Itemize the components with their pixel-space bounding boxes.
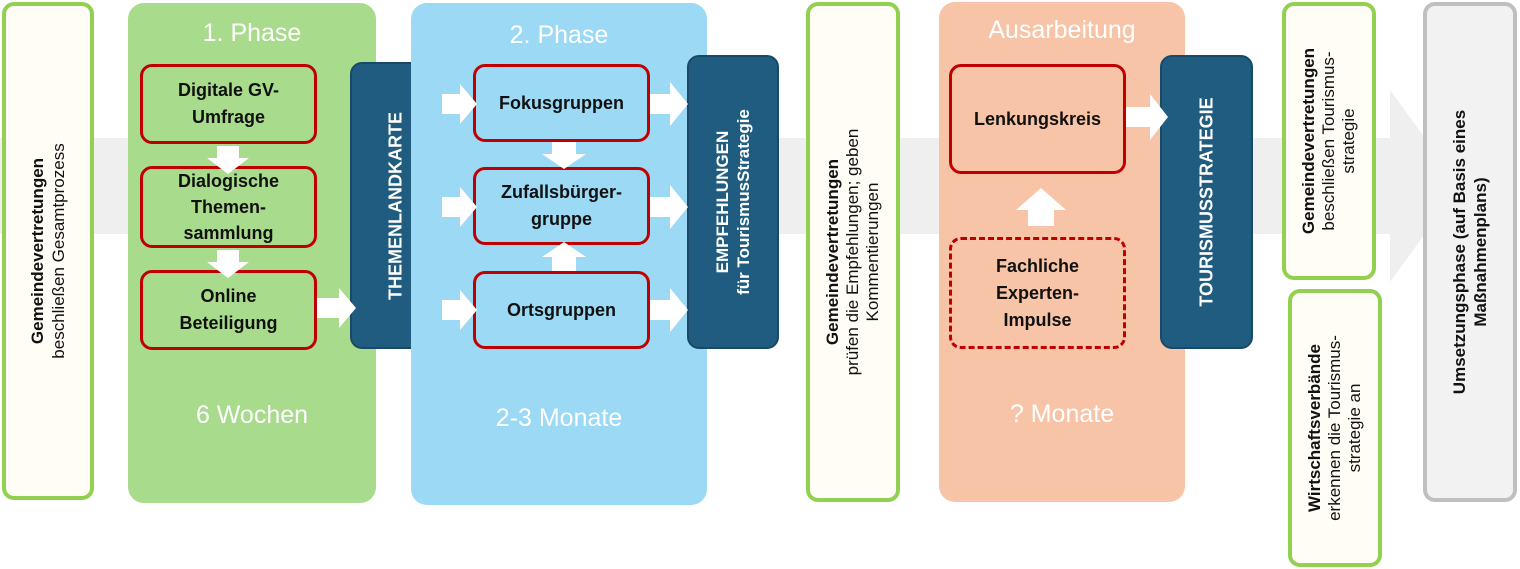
arrow-right-emp-3 — [650, 288, 688, 332]
ausarbeitung-title: Ausarbeitung — [988, 16, 1136, 44]
phase2-item-zufallsbuergergruppe: Zufallsbürger-gruppe — [473, 167, 650, 245]
phase2-item-fokusgruppen: Fokusgruppen — [473, 64, 650, 142]
ausarbeitung-duration: ? Monate — [1009, 400, 1115, 428]
phase1-title: 1. Phase — [202, 19, 302, 47]
gv-pruefung-box: Gemeindevertretungen prüfen die Empfehlu… — [806, 2, 900, 502]
phase2-duration: 2-3 Monate — [495, 404, 623, 432]
arrow-down-1 — [207, 146, 249, 174]
phase2-item-ortsgruppen: Ortsgruppen — [473, 271, 650, 349]
arrow-down-2 — [207, 250, 249, 278]
arrow-right-zufall — [442, 187, 477, 227]
phase1-duration: 6 Wochen — [195, 401, 309, 429]
arrow-up-orts — [542, 242, 586, 271]
umsetzungsphase-box: Umsetzungsphase (auf Basis eines Maßnahm… — [1423, 2, 1517, 502]
arrow-up-experten — [1016, 188, 1066, 226]
tourismusstrategie-box: TOURISMUSSTRATEGIE — [1160, 55, 1253, 349]
arrow-right-online — [317, 288, 356, 328]
arrow-right-emp-1 — [650, 82, 688, 126]
phase1-item-gv-umfrage: Digitale GV-Umfrage — [140, 64, 317, 144]
empfehlungen-box: EMPFEHLUNGEN für TourismusStrategie — [687, 55, 779, 349]
wirtschaftsverbaende-box: Wirtschaftsverbände erkennen die Tourism… — [1288, 289, 1382, 567]
arrow-down-fokus — [542, 142, 586, 169]
phase2-title: 2. Phase — [509, 21, 609, 49]
arrow-right-emp-2 — [650, 185, 688, 229]
gv-beschluss-gesamtprozess-box: Gemeindevertretungen beschließen Gesamtp… — [2, 2, 94, 500]
lenkungskreis-box: Lenkungskreis — [949, 64, 1126, 174]
arrow-right-strategie — [1126, 94, 1168, 140]
gv-beschluss-strategie-box: Gemeindevertretungen beschließen Tourism… — [1282, 2, 1376, 280]
arrow-right-orts — [442, 290, 477, 330]
arrow-right-fokus — [442, 84, 477, 124]
